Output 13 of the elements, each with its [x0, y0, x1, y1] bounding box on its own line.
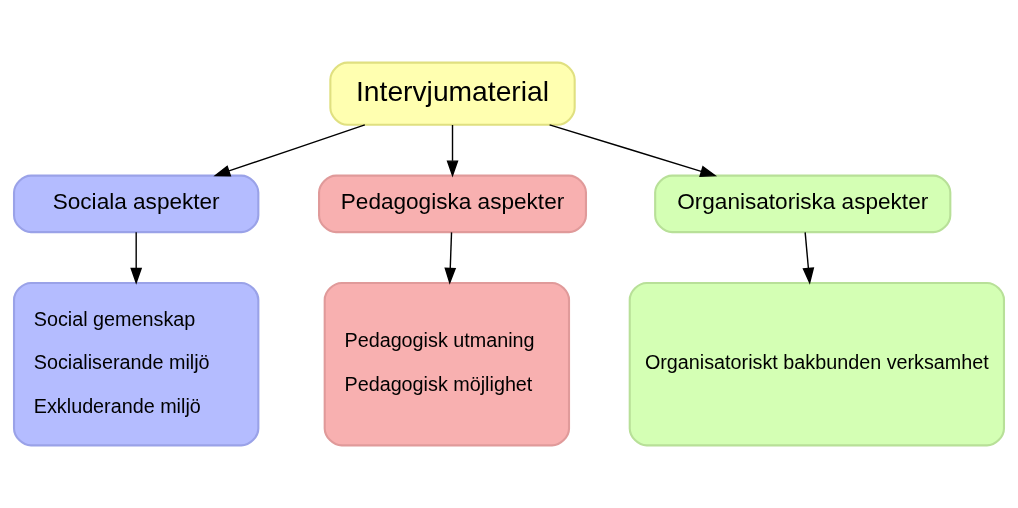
node-box: Intervjumaterial [329, 61, 576, 126]
arrow [548, 124, 718, 177]
node-box: Pedagogiska aspekter [318, 174, 587, 234]
node-box: Social gemenskap Socialiserande miljö Exkluderande miljö [12, 281, 260, 447]
arrow [802, 231, 815, 285]
node-box: Organisatoriska aspekter [654, 174, 952, 234]
arrow [444, 231, 457, 285]
node-box: Sociala aspekter [12, 174, 260, 234]
arrow [446, 124, 459, 178]
arrow [213, 124, 366, 177]
node-box: Pedagogisk utmaning Pedagogisk möjlighet [323, 281, 571, 447]
node-box: Organisatoriskt bakbunden verksamhet [628, 281, 1006, 447]
arrow [130, 231, 143, 285]
